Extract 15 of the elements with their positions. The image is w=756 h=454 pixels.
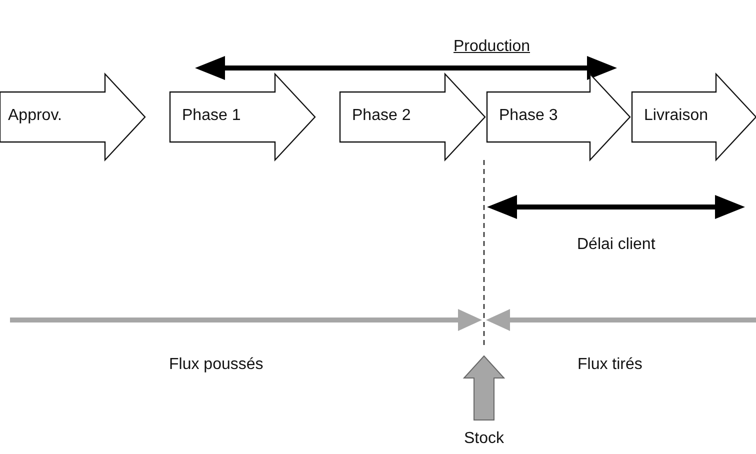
process-step	[170, 74, 315, 160]
label-text: Flux tirés	[578, 356, 642, 374]
step-label: Livraison	[644, 107, 708, 125]
label-text: Flux poussés	[169, 356, 264, 374]
process-step	[487, 74, 630, 160]
process-step	[340, 74, 485, 160]
label-text: Production	[454, 38, 530, 56]
process-step	[0, 74, 145, 160]
label-text: Stock	[464, 430, 504, 448]
step-label: Phase 2	[352, 107, 411, 125]
step-label: Phase 1	[182, 107, 241, 125]
step-label: Phase 3	[499, 107, 558, 125]
step-label: Approv.	[8, 107, 62, 125]
process-step	[632, 74, 756, 160]
label-text: Délai client	[577, 236, 656, 254]
